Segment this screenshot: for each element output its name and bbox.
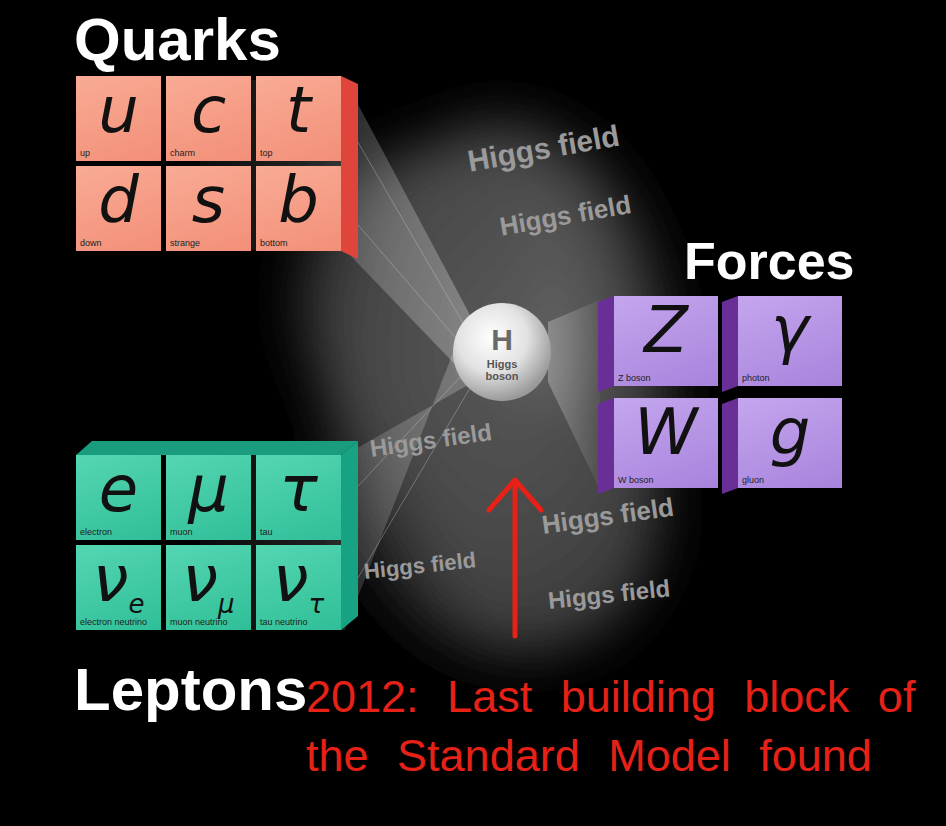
quark-tile: t top	[256, 76, 341, 161]
particle-name: electron	[80, 527, 112, 537]
lepton-tile: ντtau neutrino	[256, 545, 341, 630]
particle-name: tau neutrino	[260, 617, 308, 627]
tile-sides	[76, 76, 738, 630]
group-heading: Quarks	[74, 8, 281, 71]
particle-subscript: μ	[218, 589, 235, 619]
particle-name: up	[80, 148, 90, 158]
force-tile: W W boson	[614, 398, 718, 488]
particle-symbol: τ	[279, 452, 318, 526]
particle-symbol: b	[256, 168, 341, 232]
particle-symbol: τ	[256, 457, 341, 521]
particle-symbol: ν	[182, 542, 218, 616]
red-arrow	[489, 480, 541, 636]
particle-symbol: g	[738, 400, 842, 464]
particle-name: photon	[742, 373, 770, 383]
particle-symbol: ν	[93, 542, 129, 616]
particle-name: Higgs boson	[472, 358, 532, 382]
higgs-sphere: HHiggs boson	[452, 302, 552, 402]
particle-symbol: W	[614, 400, 718, 464]
particle-name: W boson	[618, 475, 654, 485]
particle-name: down	[80, 238, 102, 248]
lepton-tile: μmuon	[166, 455, 251, 540]
particle-symbol: s	[166, 168, 251, 232]
particle-symbol: W	[634, 395, 697, 469]
particle-symbol: s	[192, 163, 225, 237]
particle-symbol: d	[76, 168, 161, 232]
force-tile: Z Z boson	[614, 296, 718, 386]
particle-symbol: b	[278, 163, 319, 237]
particle-name: electron neutrino	[80, 617, 147, 627]
force-tile: γphoton	[738, 296, 842, 386]
particle-symbol: t	[286, 73, 311, 147]
particle-name: tau	[260, 527, 273, 537]
particle-subscript: τ	[309, 589, 325, 619]
particle-symbol: t	[256, 78, 341, 142]
lepton-tile: eelectron	[76, 455, 161, 540]
particle-subscript: e	[128, 589, 144, 619]
annotation-text: 2012: Last building block of the Standar…	[306, 668, 940, 785]
particle-symbol: νe	[76, 547, 161, 624]
particle-symbol: ν	[273, 542, 309, 616]
particle-symbol: u	[76, 78, 161, 142]
lepton-tile: νμmuon neutrino	[166, 545, 251, 630]
particle-name: muon	[170, 527, 193, 537]
particle-name: charm	[170, 148, 195, 158]
quark-tile: bbottom	[256, 166, 341, 251]
particle-symbol: c	[191, 73, 226, 147]
particle-symbol: d	[98, 163, 139, 237]
particle-symbol: e	[76, 457, 161, 521]
particle-symbol: μ	[166, 457, 251, 521]
lepton-tile: τtau	[256, 455, 341, 540]
particle-name: bottom	[260, 238, 288, 248]
quark-tile: sstrange	[166, 166, 251, 251]
particle-symbol: νμ	[166, 547, 251, 624]
particle-symbol: μ	[188, 452, 229, 526]
group-heading: Leptons	[74, 658, 307, 721]
group-heading: Forces	[684, 234, 855, 289]
particle-symbol: g	[770, 395, 811, 469]
particle-symbol: Z	[644, 293, 688, 367]
particle-symbol: γ	[738, 298, 842, 362]
particle-symbol: c	[166, 78, 251, 142]
particle-symbol: u	[98, 73, 139, 147]
particle-symbol: ντ	[256, 547, 341, 624]
particle-name: top	[260, 148, 273, 158]
particle-symbol: e	[99, 452, 138, 526]
particle-name: Z boson	[618, 373, 651, 383]
particle-symbol: Z	[614, 298, 718, 362]
quark-tile: ccharm	[166, 76, 251, 161]
particle-name: muon neutrino	[170, 617, 228, 627]
lepton-tile: νeelectron neutrino	[76, 545, 161, 630]
particle-symbol: H	[452, 324, 552, 356]
quark-tile: uup	[76, 76, 161, 161]
particle-symbol: γ	[771, 293, 809, 367]
force-tile: ggluon	[738, 398, 842, 488]
particle-name: gluon	[742, 475, 764, 485]
particle-name: strange	[170, 238, 200, 248]
quark-tile: ddown	[76, 166, 161, 251]
